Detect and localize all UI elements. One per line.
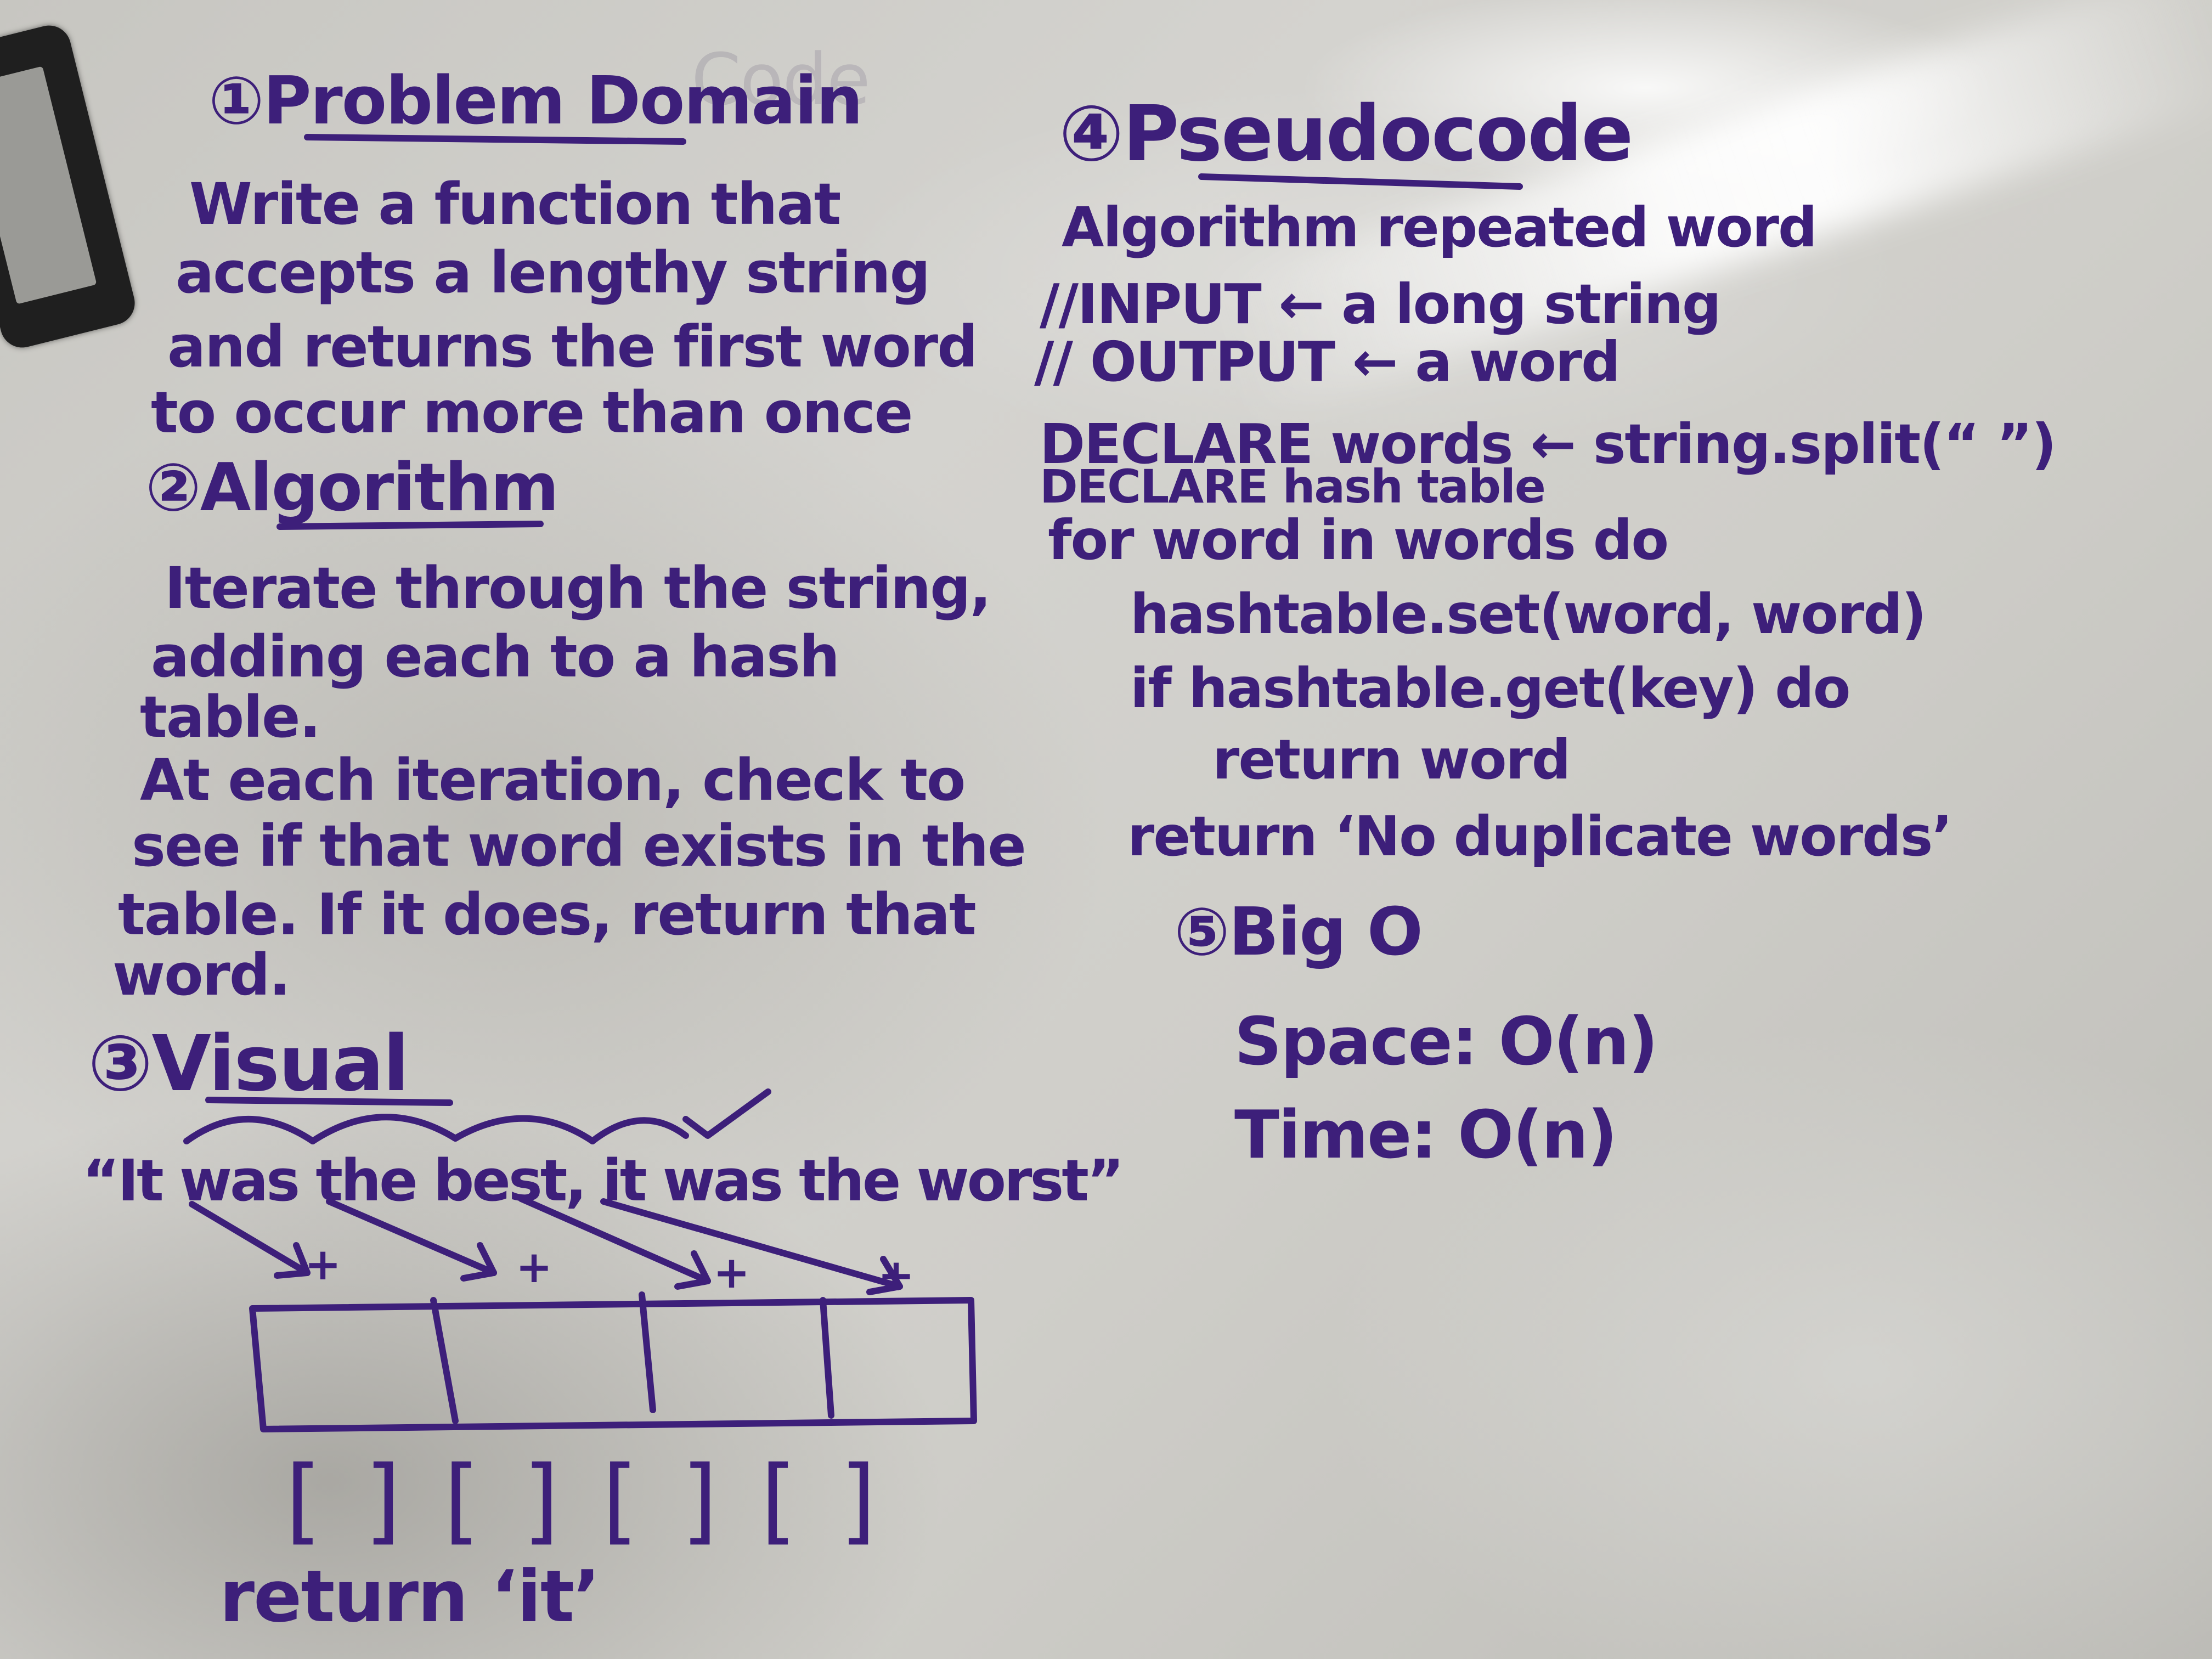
algorithm-line-7: word. <box>112 941 291 1008</box>
arrow-1 <box>189 1201 311 1276</box>
pseudo-line-5: DECLARE hash table <box>1040 460 1546 514</box>
big-o-heading: ⑤Big O <box>1174 894 1423 970</box>
pseudo-line-2: //INPUT ← a long string <box>1040 272 1722 336</box>
pseudocode-heading: ④Pseudocode <box>1059 89 1633 179</box>
algorithm-line-6: table. If it does, return that <box>118 881 977 948</box>
hash-table-outline <box>249 1297 977 1432</box>
pseudo-line-10: return ‘No duplicate words’ <box>1127 804 1953 868</box>
bracket-row: [ ] [ ] [ ] [ ] <box>285 1446 883 1555</box>
pseudo-line-3: // OUTPUT ← a word <box>1034 330 1621 394</box>
big-o-time: Time: O(n) <box>1234 1097 1617 1173</box>
plus-mark-1: + <box>304 1239 341 1290</box>
checkmark <box>682 1088 771 1139</box>
arrowhead-2 <box>460 1242 497 1282</box>
arrow-3 <box>518 1195 711 1284</box>
algorithm-line-2: adding each to a hash <box>151 623 840 690</box>
word-arc-2 <box>309 1114 459 1144</box>
visual-heading: ③Visual <box>88 1019 409 1109</box>
problem-domain-underline <box>304 134 686 145</box>
algorithm-line-3: table. <box>140 684 321 751</box>
visual-underline <box>205 1097 453 1106</box>
problem-line-1: Write a function that <box>189 171 841 238</box>
problem-line-2: accepts a lengthy string <box>176 239 930 306</box>
algorithm-line-5: see if that word exists in the <box>132 812 1026 879</box>
problem-line-3: and returns the first word <box>167 313 978 380</box>
arrow-2 <box>326 1198 497 1276</box>
hash-table-divider-1 <box>430 1297 459 1424</box>
algorithm-line-4: At each iteration, check to <box>140 747 966 814</box>
arrowhead-4 <box>866 1256 903 1295</box>
pseudo-line-9: return word <box>1212 727 1571 792</box>
ghost-word: Code <box>691 38 871 121</box>
problem-line-4: to occur more than once <box>151 379 913 446</box>
pseudo-line-4: DECLARE words ← string.split(“ ”) <box>1040 412 2057 476</box>
arrowhead-1 <box>274 1242 311 1279</box>
algorithm-line-1: Iterate through the string, <box>165 555 991 622</box>
algorithm-heading: ②Algorithm <box>145 450 559 526</box>
pseudo-line-7: hashtable.set(word, word) <box>1130 582 1927 646</box>
pseudo-line-1: Algorithm repeated word <box>1062 195 1818 259</box>
pseudocode-underline <box>1198 173 1523 190</box>
plus-mark-2: + <box>516 1242 552 1293</box>
arrowhead-3 <box>674 1250 711 1290</box>
problem-domain-heading: ①Problem Domain <box>208 63 863 139</box>
pseudo-line-6: for word in words do <box>1048 508 1669 572</box>
hash-table-divider-2 <box>639 1291 656 1413</box>
word-arc-3 <box>452 1115 596 1144</box>
word-arc-4 <box>589 1117 689 1144</box>
visual-return: return ‘it’ <box>219 1555 600 1638</box>
arrow-4 <box>600 1198 903 1290</box>
pseudo-line-8: if hashtable.get(key) do <box>1130 656 1850 720</box>
hash-table-divider-3 <box>820 1297 834 1419</box>
big-o-space: Space: O(n) <box>1234 1004 1658 1080</box>
algorithm-underline <box>276 521 544 530</box>
word-arc-1 <box>183 1116 316 1144</box>
plus-mark-3: + <box>713 1247 750 1298</box>
